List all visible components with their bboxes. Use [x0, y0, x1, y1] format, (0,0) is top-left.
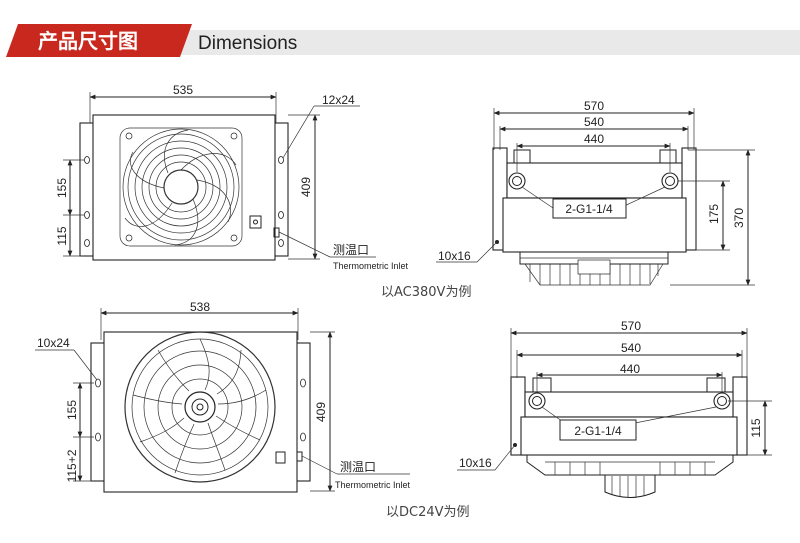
- ac-front-hole-dim: 12x24: [322, 93, 355, 107]
- dc-junction-box: [275, 451, 286, 464]
- dc-front-upper-dim: 155: [65, 400, 79, 420]
- ac-caption: 以AC380V为例: [381, 285, 471, 300]
- ac-side-port-right: [661, 172, 679, 190]
- ac-fan-blades: [124, 129, 237, 246]
- dc-fan-hub: [184, 391, 216, 423]
- ac-side-port-left: [508, 172, 526, 190]
- ac-inlet-label-cn: 测温口: [333, 243, 369, 257]
- dc-front-view: 538 10x24 409 155 115+2 测温口 Thermometric…: [35, 300, 411, 493]
- ac-thermo-inlet: [273, 227, 280, 238]
- dc-caption: 以DC24V为例: [386, 505, 470, 520]
- dc-side-motor: [604, 475, 656, 498]
- dc-front-height-dim: 409: [314, 402, 328, 422]
- dc-thermo-inlet: [296, 451, 303, 462]
- ac-side-dim-175: 175: [707, 204, 721, 224]
- dc-side-dim-570: 570: [621, 319, 641, 333]
- ac-side-port-label-box: [552, 198, 627, 219]
- ac-inlet-label-en: Thermometric Inlet: [333, 261, 409, 271]
- dc-front-hole-dim: 10x24: [37, 336, 70, 350]
- ac-side-dim-540: 540: [584, 115, 604, 129]
- ac-side-fan-fins: [529, 259, 659, 285]
- dc-side-view: 570 540 440 2-G1-1/4 115 10x16: [457, 319, 772, 498]
- ac-side-dim-570: 570: [584, 99, 604, 113]
- ac-side-view: 570 540 440 2-G1-1/4 175 370 10x16: [436, 99, 755, 286]
- ac-side-dim-440: 440: [584, 132, 604, 146]
- dc-front-lower-dim: 115+2: [65, 449, 79, 482]
- dc-fan-spokes: [132, 338, 267, 474]
- dc-side-port-label-box: [559, 419, 637, 441]
- ac-front-upper-dim: 155: [55, 178, 69, 198]
- ac-front-width-dim: 535: [173, 83, 193, 97]
- ac-left-bracket: [79, 122, 95, 257]
- section-header: 产品尺寸图 Dimensions: [6, 24, 800, 57]
- header-red-tab: [6, 24, 192, 57]
- dc-side-dim-440: 440: [620, 362, 640, 376]
- dc-side-port-label: 2-G1-1/4: [574, 424, 622, 438]
- ac-side-dim-370: 370: [732, 208, 746, 228]
- dc-side-port-right: [713, 392, 731, 410]
- ac-front-height-dim: 409: [299, 177, 313, 197]
- header-title-en: Dimensions: [198, 33, 297, 54]
- ac-right-bracket: [273, 122, 289, 257]
- dc-left-bracket: [90, 342, 106, 482]
- ac-side-hole-dim: 10x16: [438, 249, 471, 263]
- dc-inlet-label-cn: 测温口: [340, 460, 376, 474]
- dc-side-hole-dim: 10x16: [459, 456, 492, 470]
- dc-side-fan-fins: [545, 461, 715, 475]
- header-title-cn: 产品尺寸图: [38, 29, 138, 53]
- header-gray-band: [162, 30, 800, 55]
- dc-side-port-left: [528, 392, 546, 410]
- ac-side-port-label: 2-G1-1/4: [565, 202, 613, 216]
- ac-junction-box: [249, 215, 262, 229]
- ac-fan-grill: [122, 128, 240, 246]
- dc-right-bracket: [295, 342, 311, 482]
- dc-front-width-dim: 538: [190, 300, 210, 314]
- dc-inlet-label-en: Thermometric Inlet: [335, 480, 411, 490]
- ac-fan-guard: [119, 127, 243, 247]
- ac-front-view: 535 12x24 409 155 115 测温口 Thermometric I…: [55, 83, 409, 271]
- dc-side-tank: [524, 391, 734, 418]
- dc-side-dim-540: 540: [621, 341, 641, 355]
- ac-side-tank: [506, 162, 683, 199]
- ac-front-lower-dim: 115: [55, 226, 69, 245]
- dc-side-dim-115: 115: [749, 418, 763, 437]
